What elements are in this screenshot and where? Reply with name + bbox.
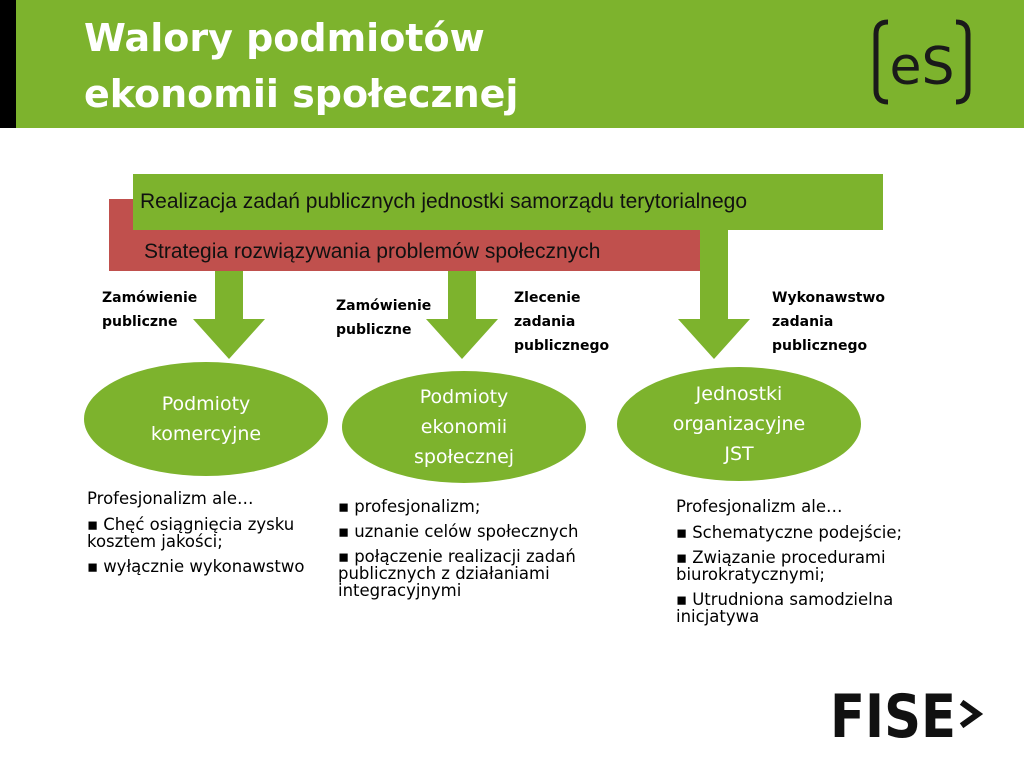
column-jst-units: Profesjonalizm ale… Schematyczne podejśc… xyxy=(676,496,936,633)
header-band xyxy=(0,0,1024,128)
list-item: uznanie celów społecznych xyxy=(338,523,590,540)
list-item: połączenie realizacji zadań publicznych … xyxy=(338,548,590,599)
label-zamowienie-2: Zamówienie publiczne xyxy=(336,298,432,338)
list-item: Schematyczne podejście; xyxy=(676,524,936,541)
list-item: Związanie procedurami biurokratycznymi; xyxy=(676,549,936,583)
fise-logo-text: FISE xyxy=(830,684,956,742)
list-item: profesjonalizm; xyxy=(338,498,590,515)
column-commercial: Profesjonalizm ale… Chęć osiągnięcia zys… xyxy=(87,488,327,583)
column-jst-intro: Profesjonalizm ale… xyxy=(676,497,843,516)
column-commercial-intro: Profesjonalizm ale… xyxy=(87,489,254,508)
arrow-down-2 xyxy=(426,271,498,359)
arrow-down-1 xyxy=(193,271,265,359)
es-logo-text: eS xyxy=(890,37,955,97)
ellipse-jst-units: Jednostki organizacyjne JST xyxy=(617,367,861,481)
public-tasks-box xyxy=(133,174,883,230)
chevron-right-icon xyxy=(959,699,984,729)
title-line-1: Walory podmiotów xyxy=(84,16,485,60)
public-tasks-text: Realizacja zadań publicznych jednostki s… xyxy=(140,190,748,213)
ellipse-social-economy: Podmioty ekonomii społecznej xyxy=(342,371,586,483)
ellipse-commercial: Podmioty komercyjne xyxy=(84,362,328,476)
fise-logo: FISE xyxy=(830,684,984,742)
list-item: Chęć osiągnięcia zysku kosztem jakości; xyxy=(87,516,327,550)
slide-title: Walory podmiotów ekonomii społecznej xyxy=(84,10,518,122)
title-line-2: ekonomii społecznej xyxy=(84,72,519,116)
label-wykonawstwo: Wykonawstwo zadania publicznego xyxy=(772,290,886,354)
es-logo: eS xyxy=(873,19,971,105)
strategy-text: Strategia rozwiązywania problemów społec… xyxy=(144,240,601,263)
column-social-economy: profesjonalizm; uznanie celów społecznyc… xyxy=(338,498,590,607)
list-item: Utrudniona samodzielna inicjatywa xyxy=(676,591,936,625)
label-zlecenie: Zlecenie zadania publicznego xyxy=(514,290,610,354)
label-zamowienie-1: Zamówienie publiczne xyxy=(102,290,198,330)
list-item: wyłącznie wykonawstwo xyxy=(87,558,327,575)
arrow-down-3 xyxy=(678,230,750,359)
header-left-bar xyxy=(0,0,16,128)
